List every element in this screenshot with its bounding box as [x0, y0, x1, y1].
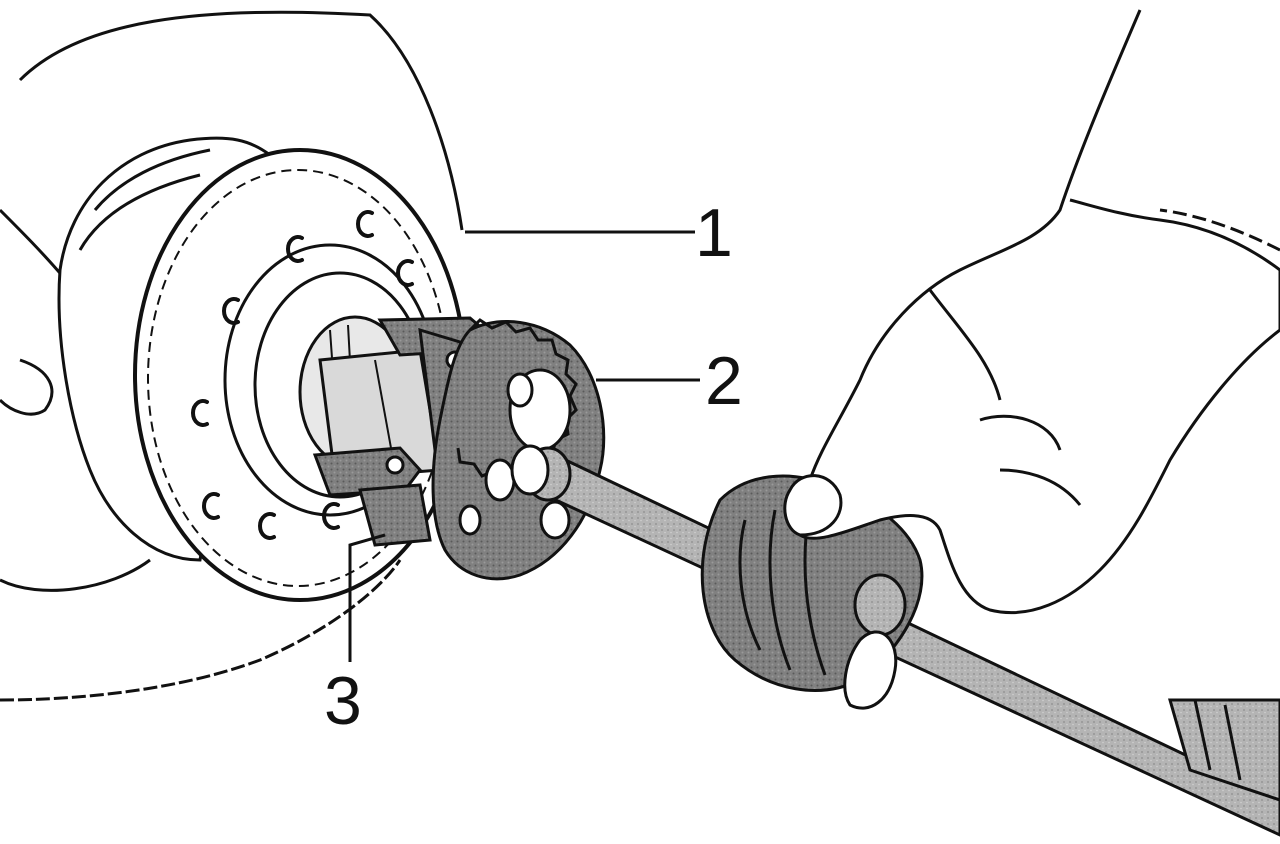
leader-lines [348, 230, 700, 662]
bolt-holes [191, 210, 414, 540]
callout-1: 1 [695, 195, 733, 271]
puller-head [431, 318, 606, 581]
leader-line-3 [348, 533, 386, 662]
hand [783, 9, 1280, 710]
callout-2: 2 [705, 343, 743, 419]
rod-end-grip [1168, 698, 1280, 802]
callout-3: 3 [324, 663, 362, 739]
